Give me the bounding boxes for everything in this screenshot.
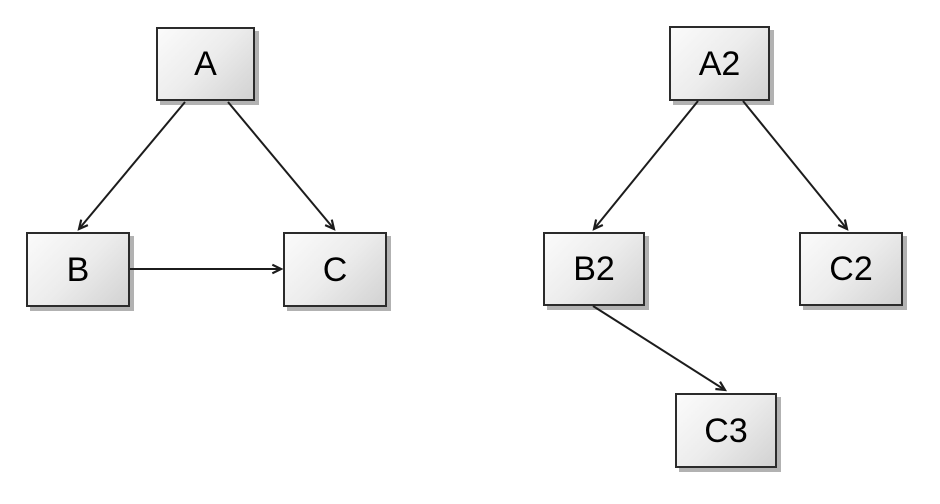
node-label-C3: C3 [704,411,748,450]
node-C2: C2 [799,232,903,306]
node-C: C [283,232,387,307]
node-label-C2: C2 [829,250,873,288]
node-label-A2: A2 [698,44,741,83]
node-C3: C3 [675,393,777,468]
node-B: B [26,232,130,307]
node-label-C: C [322,250,348,289]
node-A: A [156,27,255,101]
node-label-B: B [66,250,90,289]
node-label-B2: B2 [573,250,615,288]
node-B2: B2 [543,232,645,306]
node-A2: A2 [669,26,770,101]
node-label-A: A [194,45,217,83]
